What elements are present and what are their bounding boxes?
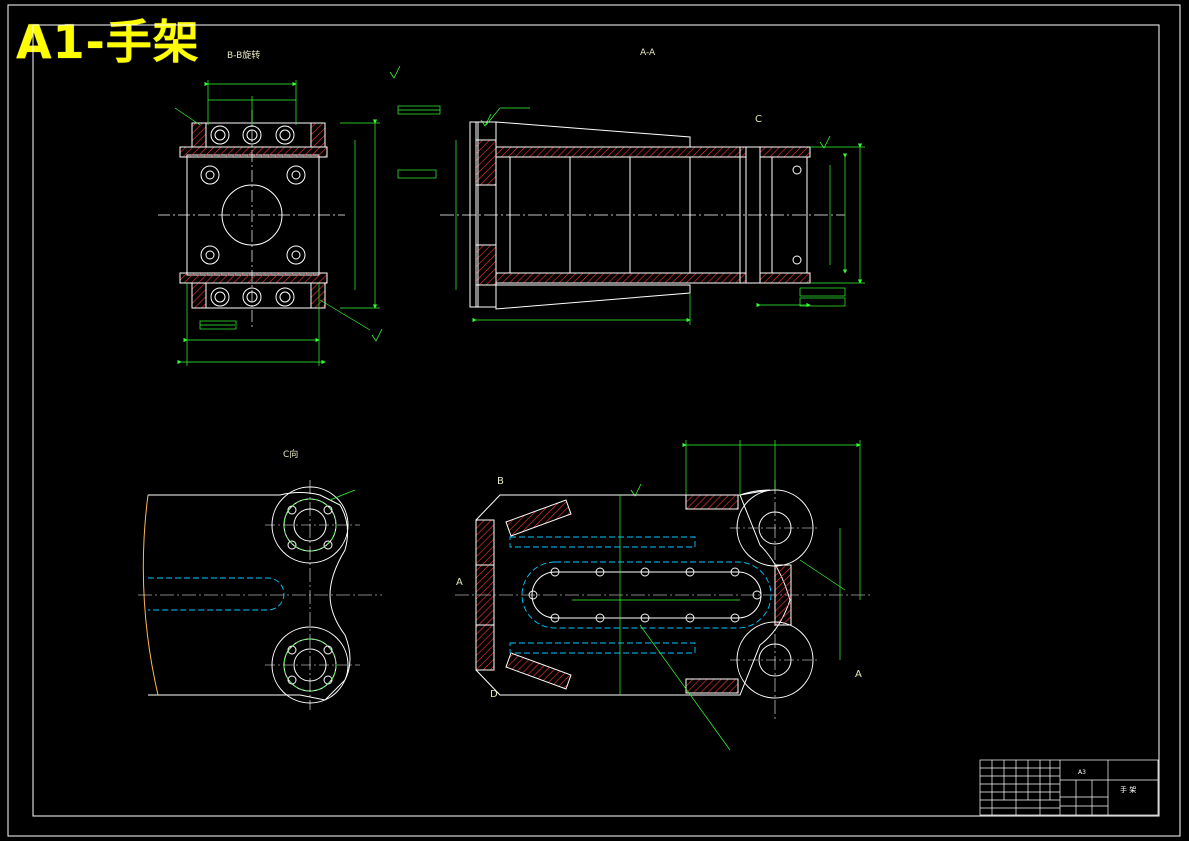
section-d-bottom: D: [490, 689, 498, 700]
view-bb: B-B旋转: [158, 49, 380, 366]
view-c: C向: [138, 448, 382, 710]
c-view-label: C向: [283, 448, 298, 460]
section-b-top: B: [497, 476, 504, 487]
c-view-marker: C: [755, 114, 762, 125]
section-a-left: A: [456, 577, 463, 588]
section-a-right: A: [855, 669, 862, 680]
view-plan: A A B D: [455, 440, 870, 751]
sheet-title: A1-手架: [16, 15, 200, 69]
view-aa: A-A C: [397, 48, 865, 325]
title-block-scale: A3: [1078, 769, 1086, 776]
title-block-part-name: 手 架: [1120, 785, 1136, 794]
inner-frame: [32, 24, 1160, 817]
aa-view-label: A-A: [640, 48, 656, 58]
title-block: [979, 759, 1159, 816]
roughness-marks: [371, 65, 831, 497]
bb-view-label: B-B旋转: [227, 49, 260, 61]
outer-frame: [7, 4, 1181, 837]
